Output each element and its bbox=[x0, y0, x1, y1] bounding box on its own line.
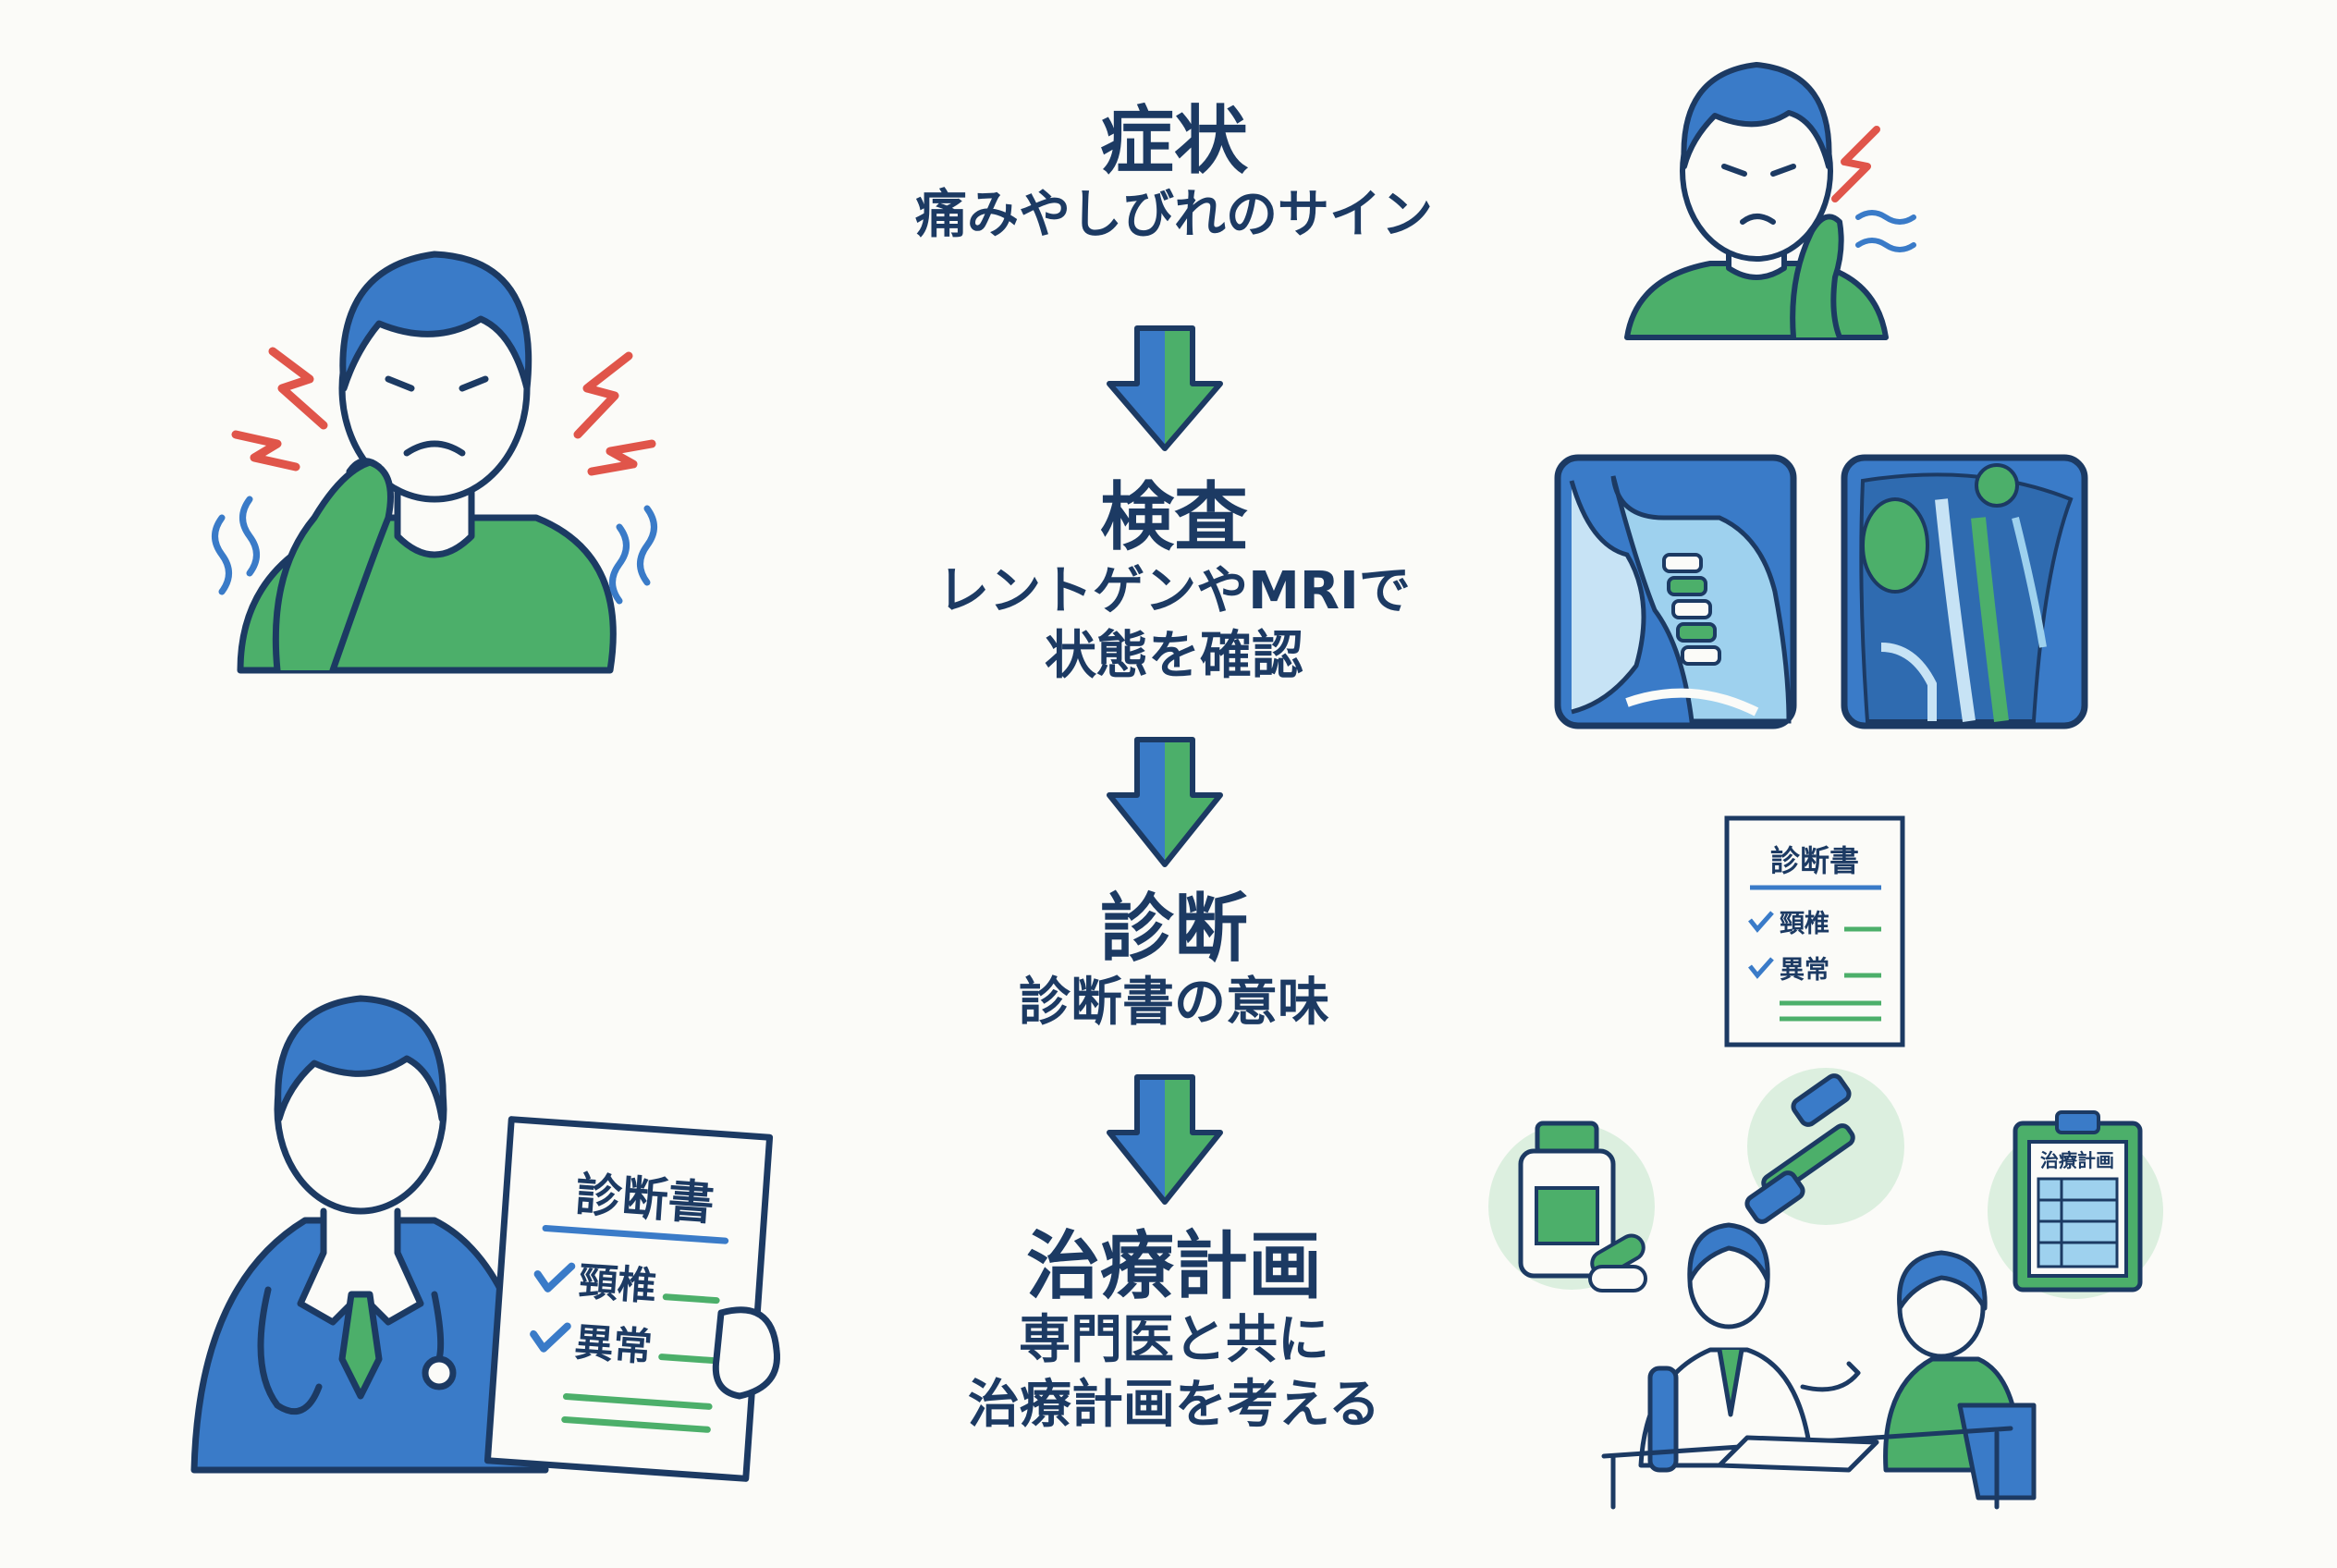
document-title: 診断書 bbox=[1770, 843, 1859, 878]
step-symptom: 症状 痛みやしびれのサイン bbox=[832, 100, 1516, 248]
treatment-clipboard-icon: 治療計画 bbox=[1988, 1112, 2163, 1299]
step-subtitle-line1: 専門医と共に bbox=[832, 1308, 1516, 1373]
step-subtitle: 診断書の意味 bbox=[832, 971, 1516, 1035]
doctor-icon: 診断書 頸椎 異常 bbox=[194, 998, 777, 1478]
document-item: 異常 bbox=[573, 1319, 654, 1370]
diagnosis-document-icon: 診断書 頸椎 異常 bbox=[1727, 818, 1903, 1045]
step-treatment-plan: 治療計画 専門医と共に 治療計画を考える bbox=[832, 1225, 1516, 1438]
document-item: 頸椎 bbox=[578, 1258, 658, 1309]
document-title: 診断書 bbox=[574, 1168, 716, 1231]
step-subtitle: 痛みやしびれのサイン bbox=[832, 183, 1516, 248]
down-arrow-icon bbox=[1109, 328, 1220, 448]
consultation-icon bbox=[1604, 1225, 2034, 1507]
step-title: 治療計画 bbox=[832, 1225, 1516, 1308]
step-subtitle-line2: 治療計画を考える bbox=[832, 1373, 1516, 1438]
step-subtitle-line2: 状態を確認 bbox=[832, 624, 1516, 689]
step-examination: 検査 レントゲンやMRIで 状態を確認 bbox=[832, 476, 1516, 689]
down-arrow-icon bbox=[1109, 740, 1220, 864]
document-item: 異常 bbox=[1780, 956, 1829, 985]
step-title: 診断 bbox=[832, 888, 1516, 971]
clipboard-title: 治療計画 bbox=[2040, 1149, 2114, 1171]
step-title: 検査 bbox=[832, 476, 1516, 559]
down-arrow-icon bbox=[1109, 1077, 1220, 1202]
neck-brace-icon bbox=[1744, 1068, 1904, 1225]
xray-icon bbox=[1558, 458, 1793, 726]
document-item: 頸椎 bbox=[1780, 910, 1829, 938]
neck-pain-person-icon bbox=[1627, 65, 1914, 337]
step-diagnosis: 診断 診断書の意味 bbox=[832, 888, 1516, 1035]
step-title: 症状 bbox=[832, 100, 1516, 183]
step-subtitle-line1: レントゲンやMRIで bbox=[832, 559, 1516, 624]
mri-icon bbox=[1844, 458, 2085, 726]
pain-person-icon bbox=[215, 254, 655, 670]
